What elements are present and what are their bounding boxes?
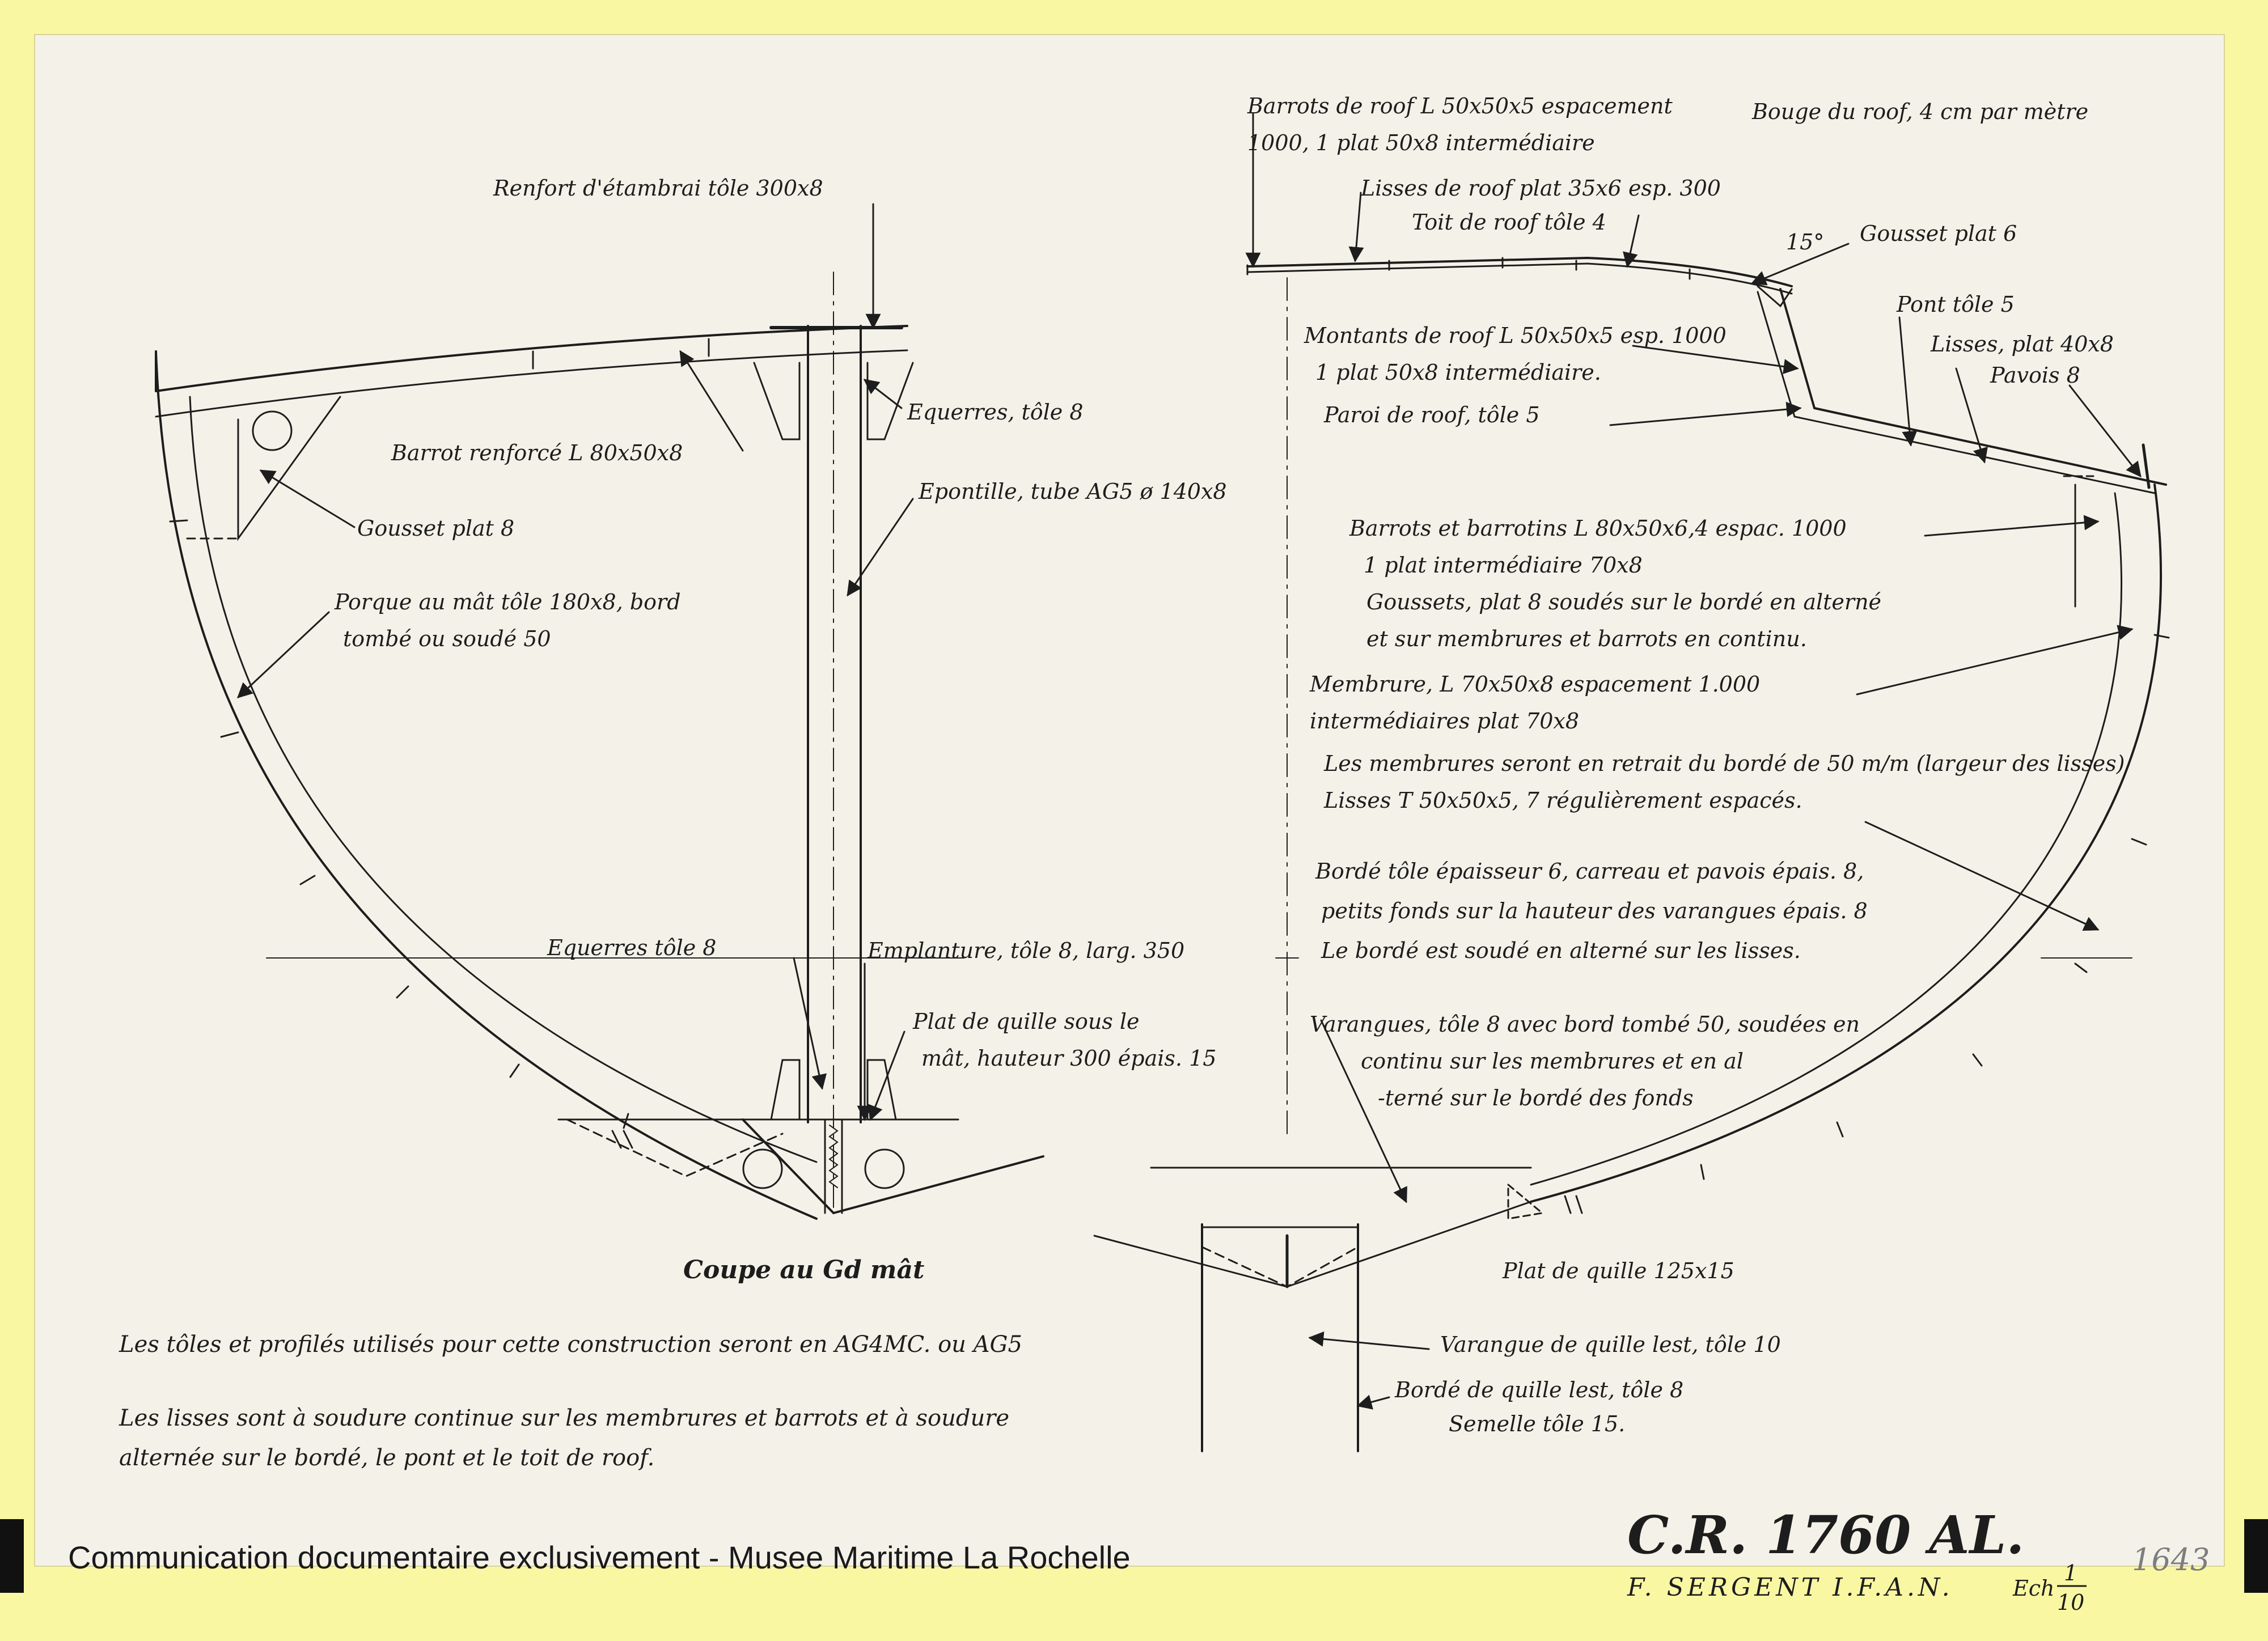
label-varangues-3: -terné sur le bordé des fonds: [1378, 1085, 1694, 1110]
label-barrot: Barrot renforcé L 80x50x8: [391, 440, 683, 465]
label-gousset-right: Gousset plat 6: [1860, 221, 2017, 246]
scale-prefix: Ech: [2012, 1576, 2055, 1601]
right-hull-section: [1093, 256, 2170, 1452]
label-barrots-roof-1: Barrots de roof L 50x50x5 espacement: [1247, 94, 1673, 118]
leader-lines: [237, 112, 2142, 1410]
label-borde-2: petits fonds sur la hauteur des varangue…: [1321, 898, 1868, 923]
label-membrure-2: intermédiaires plat 70x8: [1310, 709, 1579, 733]
scale-numerator: 1: [2064, 1561, 2077, 1585]
label-membrure-1: Membrure, L 70x50x8 espacement 1.000: [1309, 672, 1760, 697]
label-bouge: Bouge du roof, 4 cm par mètre: [1751, 99, 2088, 124]
left-hull-section: [155, 272, 1044, 1220]
label-porque-1: Porque au mât tôle 180x8, bord: [334, 590, 681, 614]
label-lisses-roof: Lisses de roof plat 35x6 esp. 300: [1360, 176, 1721, 201]
note-line-3: alternée sur le bordé, le pont et le toi…: [119, 1445, 654, 1471]
label-varangues-1: Varangues, tôle 8 avec bord tombé 50, so…: [1310, 1012, 1860, 1037]
label-epontille: Epontille, tube AG5 ø 140x8: [918, 479, 1227, 504]
label-porque-2: tombé ou soudé 50: [343, 626, 551, 651]
label-barrots-barrotins-1: Barrots et barrotins L 80x50x6,4 espac. …: [1349, 516, 1847, 541]
general-notes: Les tôles et profilés utilisés pour cett…: [119, 1332, 1022, 1471]
label-toit-roof: Toit de roof tôle 4: [1412, 210, 1606, 235]
label-pavois: Pavois 8: [1990, 363, 2080, 388]
note-line-2: Les lisses sont à soudure continue sur l…: [119, 1405, 1009, 1431]
right-labels: Barrots de roof L 50x50x5 espacement 100…: [1247, 94, 2125, 1436]
label-borde-lest: Bordé de quille lest, tôle 8: [1394, 1377, 1683, 1402]
left-labels: Renfort d'étambrai tôle 300x8 Equerres, …: [334, 176, 1227, 1284]
label-goussets-1: Goussets, plat 8 soudés sur le bordé en …: [1366, 590, 1881, 614]
note-line-1: Les tôles et profilés utilisés pour cett…: [119, 1332, 1022, 1358]
label-equerres-top: Equerres, tôle 8: [907, 400, 1084, 425]
binder-clip-left: [0, 1519, 24, 1593]
label-plat-quille-1: Plat de quille sous le: [912, 1009, 1140, 1034]
label-renfort: Renfort d'étambrai tôle 300x8: [493, 176, 823, 201]
tracing-paper: [34, 34, 2225, 1567]
pencil-number: 1643: [2132, 1542, 2210, 1578]
scale-denominator: 10: [2057, 1590, 2084, 1615]
label-montants-1: Montants de roof L 50x50x5 esp. 1000: [1304, 323, 1727, 348]
label-pont: Pont tôle 5: [1896, 292, 2015, 317]
label-barrots-roof-2: 1000, 1 plat 50x8 intermédiaire: [1247, 130, 1595, 155]
label-retrait: Les membrures seront en retrait du bordé…: [1323, 751, 2125, 776]
label-plat-quille-2: mât, hauteur 300 épais. 15: [921, 1046, 1216, 1071]
watermark-caption: Communication documentaire exclusivement…: [68, 1540, 1131, 1575]
label-lisses-t: Lisses T 50x50x5, 7 régulièrement espacé…: [1323, 788, 1802, 813]
binder-clip-right: [2244, 1519, 2268, 1593]
label-paroi: Paroi de roof, tôle 5: [1323, 402, 1540, 427]
label-varangues-2: continu sur les membrures et en al: [1361, 1049, 1744, 1074]
drawing-author: F. SERGENT I.F.A.N.: [1627, 1573, 1953, 1602]
label-angle: 15°: [1786, 230, 1824, 255]
label-borde-1: Bordé tôle épaisseur 6, carreau et pavoi…: [1315, 859, 1864, 884]
label-goussets-2: et sur membrures et barrots en continu.: [1366, 626, 1807, 651]
label-montants-2: 1 plat 50x8 intermédiaire.: [1315, 360, 1601, 385]
label-equerres-bottom: Equerres tôle 8: [547, 935, 716, 960]
label-plat-quille-right: Plat de quille 125x15: [1502, 1258, 1734, 1283]
label-gousset: Gousset plat 8: [357, 516, 514, 541]
label-borde-3: Le bordé est soudé en alterné sur les li…: [1321, 938, 1801, 963]
label-varangue-lest: Varangue de quille lest, tôle 10: [1440, 1332, 1781, 1357]
title-block: C.R. 1760 AL. F. SERGENT I.F.A.N. Ech 1 …: [1627, 1504, 2210, 1615]
label-barrots-barrotins-2: 1 plat intermédiaire 70x8: [1364, 553, 1643, 578]
section-title: Coupe au Gd mât: [683, 1256, 924, 1284]
drawing-code: C.R. 1760 AL.: [1627, 1504, 2024, 1566]
label-emplanture: Emplanture, tôle 8, larg. 350: [867, 938, 1184, 963]
label-lisses-pont: Lisses, plat 40x8: [1930, 332, 2114, 357]
label-semelle: Semelle tôle 15.: [1449, 1411, 1625, 1436]
